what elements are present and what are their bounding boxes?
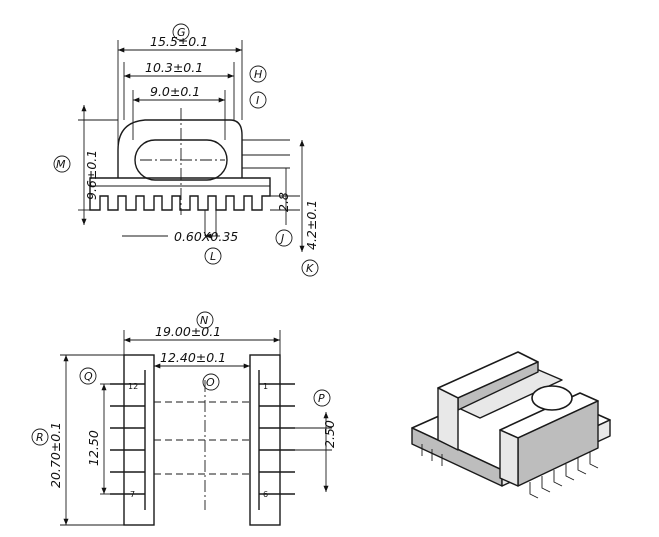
label-j: J xyxy=(279,232,284,245)
label-k: K xyxy=(306,262,314,275)
dim-pin-height: 2.8 xyxy=(276,192,291,212)
label-p: P xyxy=(318,392,325,405)
dim-pin-size: 0.60X0.35 xyxy=(174,229,238,244)
left-pins xyxy=(110,383,145,495)
left-rail xyxy=(123,354,155,526)
front-view: 15.5±0.1 10.3±0.1 9.0±0.1 G H I 9.6±0.1 … xyxy=(53,23,319,277)
pin-number-6: 6 xyxy=(263,490,268,499)
front-top-flange xyxy=(117,119,243,178)
iso-pins xyxy=(421,444,599,499)
label-n: N xyxy=(200,314,208,327)
label-o: O xyxy=(206,376,215,389)
isometric-view xyxy=(411,351,611,499)
label-m: M xyxy=(56,158,66,171)
label-h: H xyxy=(254,68,262,81)
label-r: R xyxy=(36,431,44,444)
label-i: I xyxy=(256,94,259,107)
right-rail xyxy=(249,354,281,526)
pin-number-1: 1 xyxy=(263,382,268,391)
label-l: L xyxy=(210,250,216,263)
dim-height-bottom: 20.70±0.1 xyxy=(48,422,63,488)
dim-width-outer: 15.5±0.1 xyxy=(150,34,208,49)
label-q: Q xyxy=(84,370,93,383)
pin-number-7: 7 xyxy=(130,490,135,499)
dim-pitch: 2.50 xyxy=(322,420,337,448)
dim-width-mid: 10.3±0.1 xyxy=(145,60,203,75)
dim-height: 9.6±0.1 xyxy=(84,150,99,200)
dim-inner: 12.40±0.1 xyxy=(160,350,226,365)
front-base-comb xyxy=(89,177,271,211)
dim-length: 19.00±0.1 xyxy=(155,324,221,339)
dim-base-height: 4.2±0.1 xyxy=(304,200,319,250)
dim-row-span: 12.50 xyxy=(86,430,101,466)
pin-number-12: 12 xyxy=(128,382,138,391)
label-g: G xyxy=(177,26,186,39)
dim-width-inner: 9.0±0.1 xyxy=(150,84,200,99)
right-pins xyxy=(259,383,295,495)
bottom-view: 12 1 7 6 19.00±0.1 N 12.40±0.1 O 20.70±0… xyxy=(31,311,337,526)
